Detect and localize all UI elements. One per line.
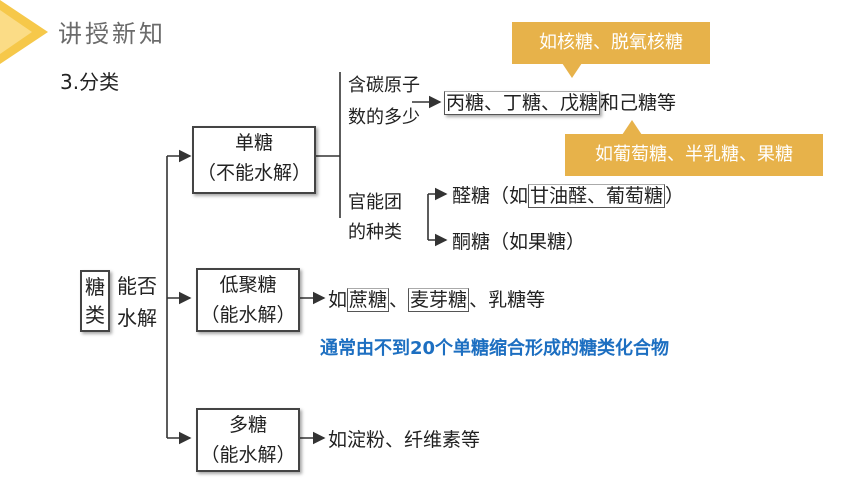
oligo-examples-rest: 、乳糖等: [469, 289, 546, 311]
oligo-item-maltose: 麦芽糖: [408, 288, 470, 312]
root-box: 糖 类: [80, 270, 110, 332]
aldose-suffix: ）: [665, 185, 685, 207]
poly-box: 多糖 （能水解）: [196, 408, 300, 472]
section-title: 3.分类: [60, 70, 120, 94]
callout-pointer-down: [560, 60, 584, 78]
oligo-box: 低聚糖 （能水解）: [196, 268, 300, 332]
callout-hexose: 如葡萄糖、半乳糖、果糖: [565, 134, 823, 176]
root-criterion-line1: 能否: [117, 274, 157, 298]
mono-label: 单糖: [234, 132, 273, 154]
callout-pointer-up: [620, 120, 644, 138]
root-char-1: 糖: [85, 275, 105, 299]
header-accent-inner: [0, 10, 32, 54]
carbon-examples-boxed: 丙糖、丁糖、戊糖: [444, 91, 601, 115]
oligo-examples: 如蔗糖、麦芽糖、乳糖等: [328, 285, 545, 312]
poly-sub: （能水解）: [200, 444, 296, 466]
poly-examples: 如淀粉、纤维素等: [328, 429, 481, 451]
aldose-boxed: 甘油醛、葡萄糖: [528, 184, 666, 208]
root-char-2: 类: [85, 303, 105, 327]
aldose-prefix: 醛糖（如: [452, 185, 529, 207]
aldose-line: 醛糖（如甘油醛、葡萄糖）: [452, 181, 684, 208]
oligo-examples-sep: 、: [389, 289, 409, 311]
group-criterion: 官能团 的种类: [348, 188, 402, 248]
carbon-examples: 丙糖、丁糖、戊糖和己糖等: [444, 88, 676, 115]
ketose-line: 酮糖（如果糖）: [452, 231, 586, 253]
root-criterion: 能否 水解: [117, 270, 157, 334]
carbon-examples-rest: 和己糖等: [600, 92, 677, 114]
poly-label: 多糖: [228, 414, 267, 436]
carbon-criterion: 含碳原子 数的多少: [348, 70, 420, 134]
group-criterion-line2: 的种类: [348, 222, 402, 243]
root-criterion-line2: 水解: [117, 306, 157, 330]
mono-box: 单糖 （不能水解）: [192, 126, 316, 194]
mono-sub: （不能水解）: [196, 162, 311, 184]
oligo-sub: （能水解）: [200, 304, 296, 326]
oligo-label: 低聚糖: [219, 274, 277, 296]
carbon-criterion-line2: 数的多少: [348, 107, 420, 128]
oligo-note: 通常由不到20个单糖缩合形成的糖类化合物: [320, 338, 670, 359]
callout-pentose: 如核糖、脱氧核糖: [512, 22, 710, 64]
oligo-examples-prefix: 如: [328, 289, 348, 311]
carbon-criterion-line1: 含碳原子: [348, 75, 420, 96]
page-title: 讲授新知: [58, 20, 166, 48]
oligo-item-sucrose: 蔗糖: [347, 288, 390, 312]
group-criterion-line1: 官能团: [348, 192, 402, 213]
